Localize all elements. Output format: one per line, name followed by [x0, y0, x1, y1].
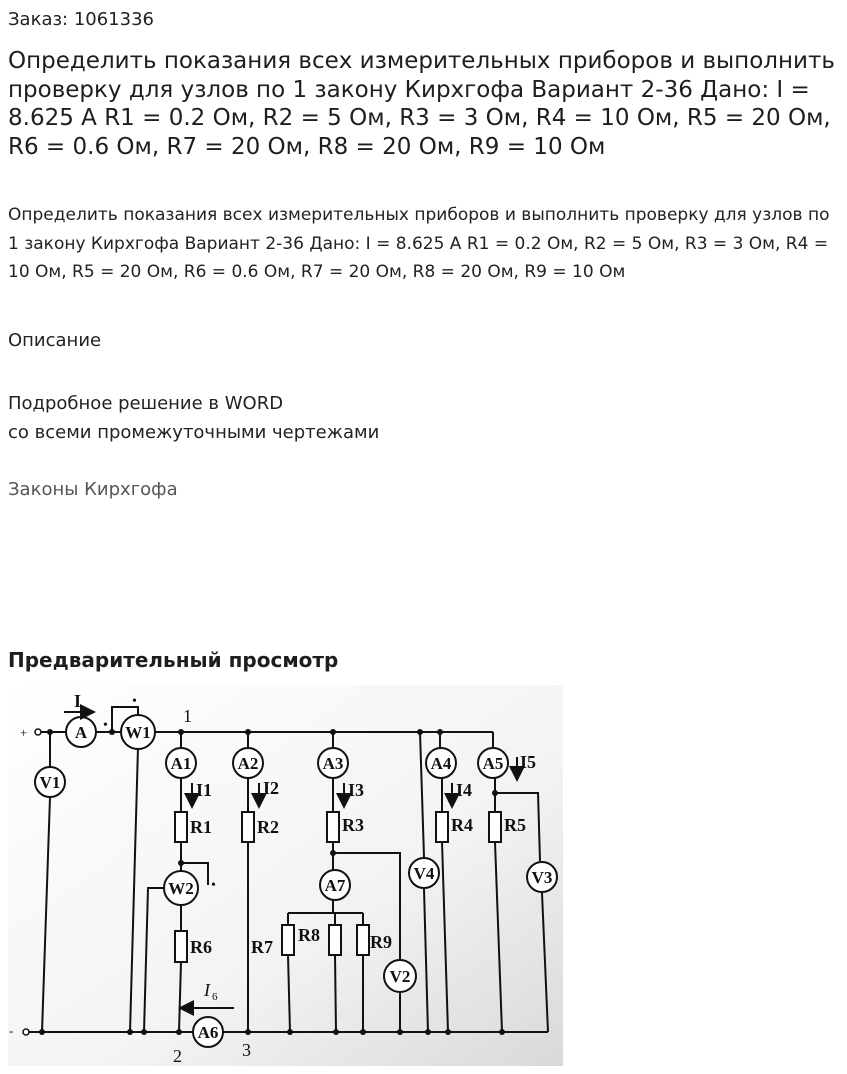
meter-v4-label: V4: [414, 864, 435, 883]
meter-v2-label: V2: [390, 967, 411, 986]
meter-w1-label: W1: [125, 723, 151, 742]
meter-a-label: A: [75, 723, 88, 742]
meter-a2-label: A2: [238, 754, 259, 773]
node-2-label: 2: [173, 1046, 182, 1066]
w1-polarity-dot: •: [103, 718, 108, 733]
current-i5-label: I5: [520, 752, 536, 772]
page-title: Определить показания всех измерительных …: [8, 48, 835, 160]
current-i6-label: I: [203, 980, 211, 1000]
current-i1-label: I1: [196, 780, 212, 800]
current-i6-subscript: 6: [212, 991, 218, 1003]
resistor-r3-label: R3: [342, 815, 364, 835]
node-3-label: 3: [242, 1040, 251, 1060]
resistor-r8-label: R8: [298, 925, 320, 945]
meter-a6-label: A6: [198, 1023, 219, 1042]
resistor-r5-label: R5: [504, 815, 526, 835]
circuit-diagram: A W1 V1 A1 A2 A3 A4 A5 W2 A7 V4 V3 V2 A6…: [8, 685, 563, 1066]
w1-polarity-dot-2: •: [132, 694, 137, 709]
meter-a5-label: A5: [483, 754, 504, 773]
meter-a4-label: A4: [431, 754, 452, 773]
resistor-r1-label: R1: [190, 817, 212, 837]
current-i-label: I: [74, 691, 81, 711]
resistor-r7-label: R7: [251, 937, 273, 957]
terminal-plus-label: +: [20, 725, 27, 740]
current-i3-label: I3: [348, 780, 364, 800]
task-description: Определить показания всех измерительных …: [8, 205, 830, 282]
detail-line-1: Подробное решение в WORD: [8, 393, 284, 414]
resistor-r9-label: R9: [370, 932, 392, 952]
current-i4-label: I4: [456, 780, 472, 800]
resistor-r6-label: R6: [190, 937, 212, 957]
preview-heading: Предварительный просмотр: [8, 648, 339, 672]
meter-a1-label: A1: [171, 754, 192, 773]
node-1-label: 1: [183, 706, 192, 726]
terminal-minus-label: -: [9, 1023, 13, 1038]
w2-polarity-dot: •: [211, 878, 216, 893]
order-number: Заказ: 1061336: [8, 9, 154, 30]
meter-v1-label: V1: [40, 773, 61, 792]
meter-v3-label: V3: [532, 868, 553, 887]
category-link[interactable]: Законы Кирхгофа: [8, 479, 178, 500]
resistor-r4-label: R4: [451, 815, 473, 835]
meter-w2-label: W2: [168, 879, 194, 898]
current-i2-label: I2: [263, 778, 279, 798]
detail-line-2: со всеми промежуточными чертежами: [8, 422, 380, 443]
resistor-r2-label: R2: [257, 817, 279, 837]
meter-a3-label: A3: [323, 754, 344, 773]
description-heading: Описание: [8, 330, 102, 351]
meter-a7-label: A7: [325, 876, 346, 895]
